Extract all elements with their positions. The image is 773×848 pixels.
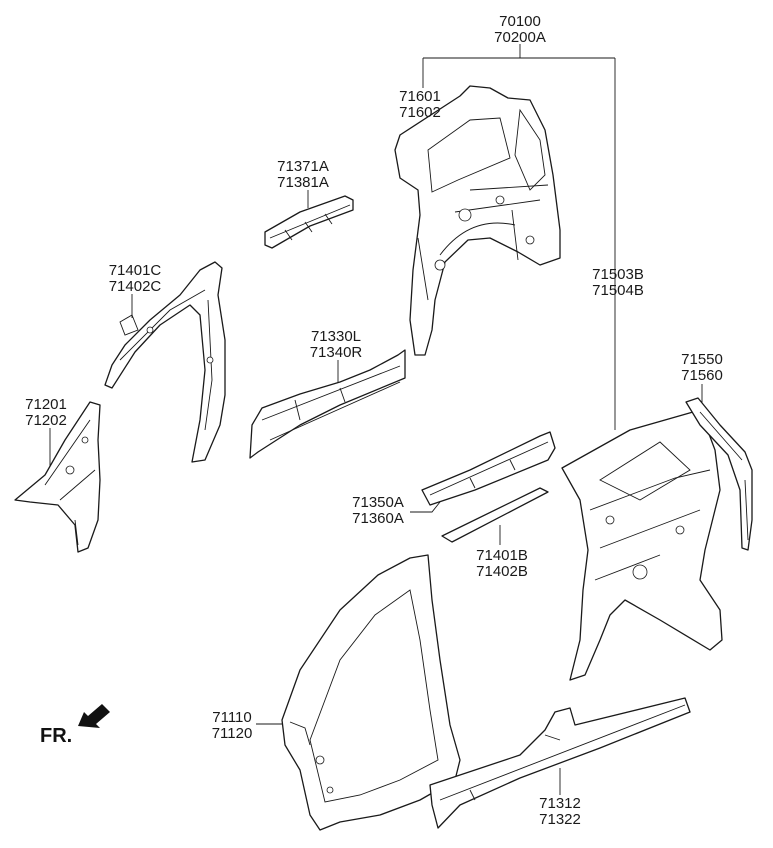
label-71401b-line1: 71401B xyxy=(476,547,528,564)
label-71312-line2: 71322 xyxy=(539,811,581,828)
label-71201-line2: 71202 xyxy=(25,412,67,429)
label-71601-line2: 71602 xyxy=(399,104,441,121)
label-71503-line1: 71503B xyxy=(592,266,644,283)
side-outer-front-part xyxy=(281,554,461,831)
label-71550-line1: 71550 xyxy=(681,351,723,368)
sill-strip-part xyxy=(441,487,549,543)
quarter-inner-panel xyxy=(394,85,561,356)
label-71550-line2: 71560 xyxy=(681,367,723,384)
leader-70100 xyxy=(422,44,616,430)
front-direction-marker: FR. xyxy=(40,704,110,747)
label-71401b-line2: 71402B xyxy=(476,563,528,580)
part-labels: 70100 70200A 71601 71602 71371A 71381A 7… xyxy=(25,13,723,828)
arrow-down-left-icon xyxy=(78,704,110,728)
label-71110-line1: 71110 xyxy=(212,709,252,726)
label-71601-line1: 71601 xyxy=(399,88,441,105)
label-71371-line1: 71371A xyxy=(277,158,329,175)
label-71312-line1: 71312 xyxy=(539,795,581,812)
a-pillar-inner-part xyxy=(104,261,226,463)
front-pillar-lower-part xyxy=(14,401,101,553)
quarter-outer-panel xyxy=(561,409,723,681)
side-sill-inner-part xyxy=(249,349,406,459)
label-71503-line2: 71504B xyxy=(592,282,644,299)
label-71330-line2: 71340R xyxy=(310,344,363,361)
rear-pillar-part xyxy=(685,397,753,551)
front-label: FR. xyxy=(40,725,72,747)
label-71201-line1: 71201 xyxy=(25,396,67,413)
sill-reinforcement-part xyxy=(421,431,556,506)
label-70100-line2: 70200A xyxy=(494,29,546,46)
label-71350-line2: 71360A xyxy=(352,510,404,527)
label-71110-line2: 71120 xyxy=(212,725,253,742)
leader-71350 xyxy=(410,501,441,513)
side-sill-outer-part xyxy=(429,697,691,829)
label-71401c-line2: 71402C xyxy=(109,278,162,295)
label-71330-line1: 71330L xyxy=(311,328,361,345)
label-71401c-line1: 71401C xyxy=(109,262,162,279)
label-71371-line2: 71381A xyxy=(277,174,329,191)
roof-rail-part xyxy=(264,195,354,249)
label-70100-line1: 70100 xyxy=(499,13,541,30)
label-71350-line1: 71350A xyxy=(352,494,404,511)
